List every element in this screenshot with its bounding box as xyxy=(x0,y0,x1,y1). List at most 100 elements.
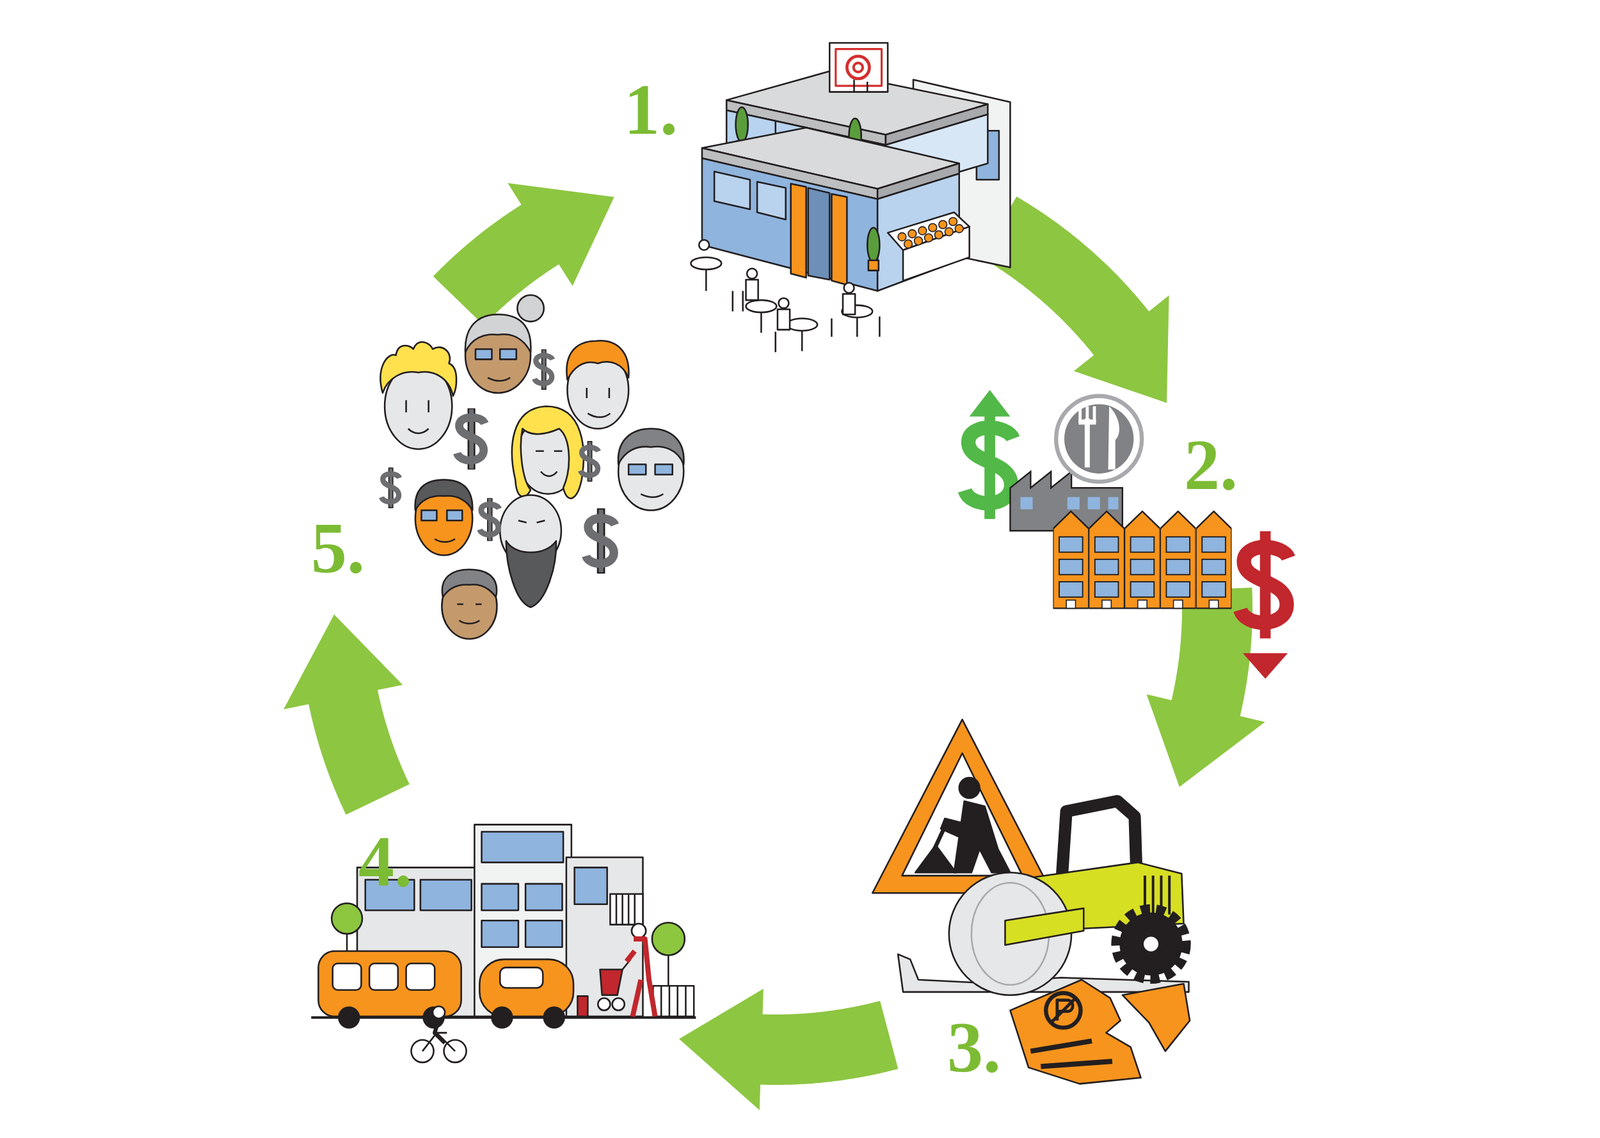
construction-illustration xyxy=(940,801,1010,873)
building-illustration xyxy=(801,330,804,352)
people-illustration xyxy=(499,348,517,360)
building-illustration xyxy=(918,226,927,235)
street-illustration xyxy=(434,1019,445,1044)
people-illustration xyxy=(534,349,553,390)
people-illustration xyxy=(381,467,400,508)
people-illustration xyxy=(586,508,616,573)
building-illustration xyxy=(757,181,786,220)
building-illustration xyxy=(831,193,847,285)
prices-illustration xyxy=(1242,653,1288,680)
street-illustration xyxy=(499,967,543,989)
street-illustration xyxy=(631,923,646,938)
building-illustration xyxy=(853,62,863,72)
people-illustration xyxy=(535,451,562,477)
building-illustration xyxy=(908,229,917,239)
street-illustration xyxy=(626,938,656,1017)
prices-illustration xyxy=(1160,511,1197,608)
building-illustration xyxy=(777,309,790,330)
prices-illustration xyxy=(1067,497,1080,510)
building-illustration xyxy=(904,240,913,249)
construction-illustration xyxy=(1050,997,1076,1023)
building-illustration xyxy=(690,42,1010,352)
street-illustration xyxy=(525,883,562,911)
cycle-arrow xyxy=(283,614,410,815)
building-illustration xyxy=(778,298,790,309)
people-illustration xyxy=(487,377,511,381)
stage-node: 4. xyxy=(300,800,679,1063)
prices-illustration xyxy=(1088,511,1125,608)
prices-illustration xyxy=(964,411,1013,519)
cycle-arrow xyxy=(679,988,898,1111)
street-illustration xyxy=(369,963,399,990)
street-illustration xyxy=(525,920,562,947)
building-illustration xyxy=(745,300,777,313)
building-illustration xyxy=(897,232,907,242)
step-number: 2. xyxy=(1184,428,1238,501)
construction-illustration xyxy=(1030,1040,1113,1067)
building-illustration xyxy=(928,223,937,232)
people-illustration xyxy=(475,348,493,360)
building-illustration xyxy=(791,183,807,278)
prices-illustration xyxy=(1056,396,1142,482)
street-illustration xyxy=(652,922,685,955)
people-illustration xyxy=(406,400,429,434)
stage-node: 5. xyxy=(300,300,692,615)
prices-illustration xyxy=(964,389,1289,679)
people-illustration xyxy=(421,510,437,521)
building-illustration xyxy=(786,318,818,331)
building-illustration xyxy=(949,217,958,226)
prices-illustration xyxy=(1124,511,1161,608)
construction-illustration xyxy=(959,777,980,799)
building-illustration xyxy=(924,233,934,242)
building-illustration xyxy=(867,227,880,263)
street-illustration xyxy=(609,894,643,925)
cycle-arrow xyxy=(433,183,615,326)
construction-illustration xyxy=(872,719,1190,1084)
people-illustration xyxy=(415,479,473,511)
stage-node: 3. xyxy=(889,787,1204,1091)
people-illustration xyxy=(465,314,531,352)
building-illustration xyxy=(866,81,869,93)
street-illustration xyxy=(491,1007,512,1028)
construction-illustration xyxy=(1004,908,1084,945)
step-number: 3. xyxy=(947,1011,1001,1083)
street-illustration xyxy=(574,867,608,904)
street-illustration xyxy=(432,1006,445,1019)
building-illustration xyxy=(856,317,859,337)
building-illustration xyxy=(954,224,964,233)
people-illustration xyxy=(512,406,584,499)
construction-illustration xyxy=(901,753,1023,876)
building-illustration xyxy=(853,79,856,92)
building-illustration xyxy=(829,42,888,93)
street-illustration xyxy=(616,894,635,925)
stage-node: 2. xyxy=(947,403,1306,589)
construction-illustration xyxy=(1116,909,1186,979)
street-illustration xyxy=(566,856,644,1017)
street-illustration xyxy=(612,997,625,1010)
street-illustration xyxy=(331,903,363,934)
stage-node: 1. xyxy=(614,38,999,346)
people-illustration xyxy=(618,428,685,465)
prices-illustration xyxy=(1240,531,1289,639)
prices-illustration xyxy=(1088,497,1101,510)
people-illustration xyxy=(586,387,611,418)
people-illustration xyxy=(640,494,664,498)
building-illustration xyxy=(944,227,953,237)
people-illustration xyxy=(580,441,599,482)
step-number: 1. xyxy=(624,73,678,146)
prices-illustration xyxy=(1196,511,1232,608)
street-illustration xyxy=(661,985,686,1017)
prices-illustration xyxy=(1020,497,1033,510)
construction-illustration xyxy=(1120,913,1183,975)
street-illustration xyxy=(481,832,564,863)
people-illustration xyxy=(480,497,500,541)
building-illustration xyxy=(934,230,943,239)
people-illustration xyxy=(434,538,456,543)
building-illustration xyxy=(842,293,856,315)
people-illustration xyxy=(442,569,497,598)
building-illustration xyxy=(760,312,763,333)
people-illustration xyxy=(628,464,646,475)
building-illustration xyxy=(903,226,970,281)
step-number: 4. xyxy=(358,825,413,898)
